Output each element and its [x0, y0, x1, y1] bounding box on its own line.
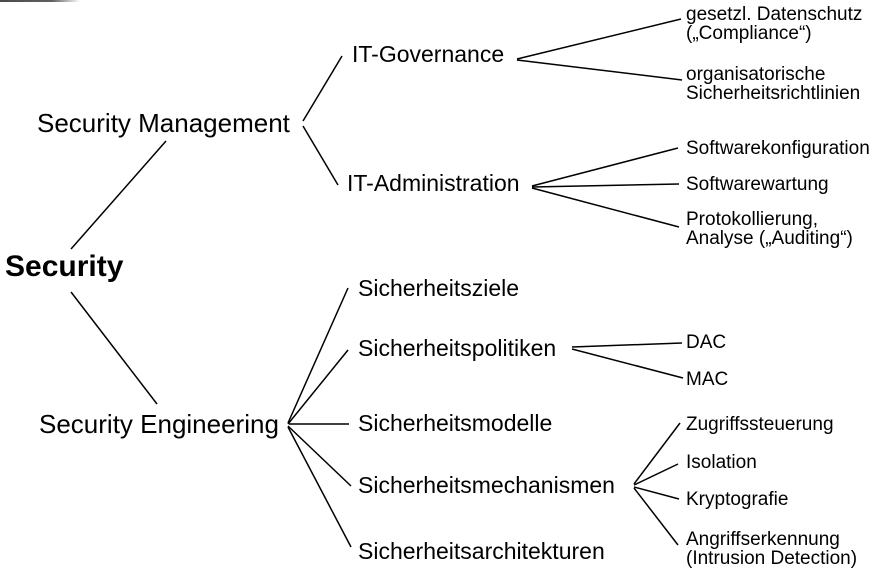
edge-governance-datenschutz [516, 18, 682, 60]
edge-administration-wartung [531, 183, 680, 188]
edge-administration-protokollierung [531, 187, 680, 228]
edge-engineering-ziele [287, 287, 349, 424]
leaf-angriffserkennung: Angriffserkennung (Intrusion Detection) [686, 529, 858, 569]
edge-mechanismen-isolation [633, 463, 679, 486]
edge-mechanismen-kryptografie [633, 486, 680, 500]
top-edge-artifact [0, 0, 80, 2]
edge-management-governance [302, 55, 343, 122]
node-sicherheitsmodelle: Sicherheitsmodelle [358, 410, 553, 436]
leaf-zugriffssteuerung: Zugriffssteuerung [686, 414, 834, 435]
edge-mechanismen-zugriff [633, 422, 681, 485]
edge-engineering-mechanismen [287, 425, 352, 487]
edge-politiken-mac [571, 348, 684, 379]
node-sicherheitsarchitekturen: Sicherheitsarchitekturen [358, 538, 605, 564]
leaf-organisatorische-richtlinien: organisatorische Sicherheitsrichtlinien [686, 64, 861, 104]
leaf-gesetzl-datenschutz: gesetzl. Datenschutz („Compliance“) [686, 4, 863, 44]
node-it-governance: IT-Governance [352, 41, 505, 67]
node-security-management: Security Management [37, 108, 290, 138]
leaf-protokollierung-analyse: Protokollierung, Analyse („Auditing“) [686, 209, 853, 249]
leaf-softwarewartung: Softwarewartung [686, 174, 829, 195]
edge-administration-konfiguration [531, 147, 679, 187]
node-it-administration: IT-Administration [347, 170, 520, 196]
edge-politiken-dac [571, 342, 683, 348]
leaf-dac: DAC [686, 332, 727, 353]
edge-mechanismen-angriffserkennung [633, 487, 679, 546]
node-sicherheitspolitiken: Sicherheitspolitiken [358, 335, 557, 361]
node-sicherheitsziele: Sicherheitsziele [358, 275, 520, 301]
edge-root-management [70, 140, 167, 250]
edge-management-administration [302, 125, 339, 186]
node-security-engineering: Security Engineering [39, 409, 279, 439]
node-sicherheitsmechanismen: Sicherheitsmechanismen [358, 472, 615, 498]
edge-root-engineering [70, 291, 158, 405]
leaf-softwarekonfiguration: Softwarekonfiguration [686, 138, 870, 159]
leaf-isolation: Isolation [686, 452, 757, 473]
node-security-root: Security [5, 250, 124, 283]
leaf-mac: MAC [686, 369, 729, 390]
edge-engineering-politiken [287, 349, 349, 425]
edge-engineering-architekturen [287, 426, 352, 548]
leaf-kryptografie: Kryptografie [686, 489, 789, 510]
edge-governance-richtlinien [516, 59, 683, 81]
